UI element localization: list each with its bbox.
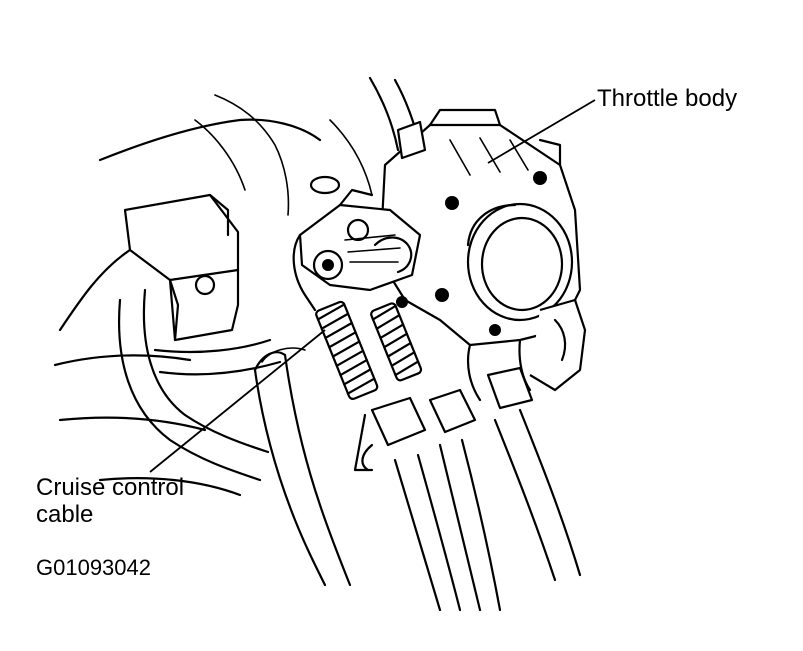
throttle-body-leader bbox=[487, 99, 596, 164]
cable-springs bbox=[315, 300, 423, 400]
cable-bracket bbox=[123, 193, 240, 342]
cruise-cable-leader bbox=[149, 329, 326, 473]
throttle-body-label: Throttle body bbox=[597, 85, 738, 112]
cruise-control-cable-label: Cruise control cable bbox=[36, 474, 184, 528]
cruise-control-cable-label-line1: Cruise control bbox=[36, 474, 185, 501]
vertical-hose bbox=[253, 347, 352, 587]
cable-clamps bbox=[353, 366, 534, 472]
figure-code: G01093042 bbox=[36, 555, 151, 580]
cruise-control-cable-label-line2: cable bbox=[36, 501, 94, 528]
throttle-linkage bbox=[292, 175, 422, 312]
throttle-body bbox=[378, 108, 587, 402]
intake-hose bbox=[118, 288, 282, 482]
engine-housing-outline bbox=[53, 76, 422, 497]
accelerator-cables bbox=[393, 408, 582, 612]
callout-leaders bbox=[149, 99, 596, 473]
